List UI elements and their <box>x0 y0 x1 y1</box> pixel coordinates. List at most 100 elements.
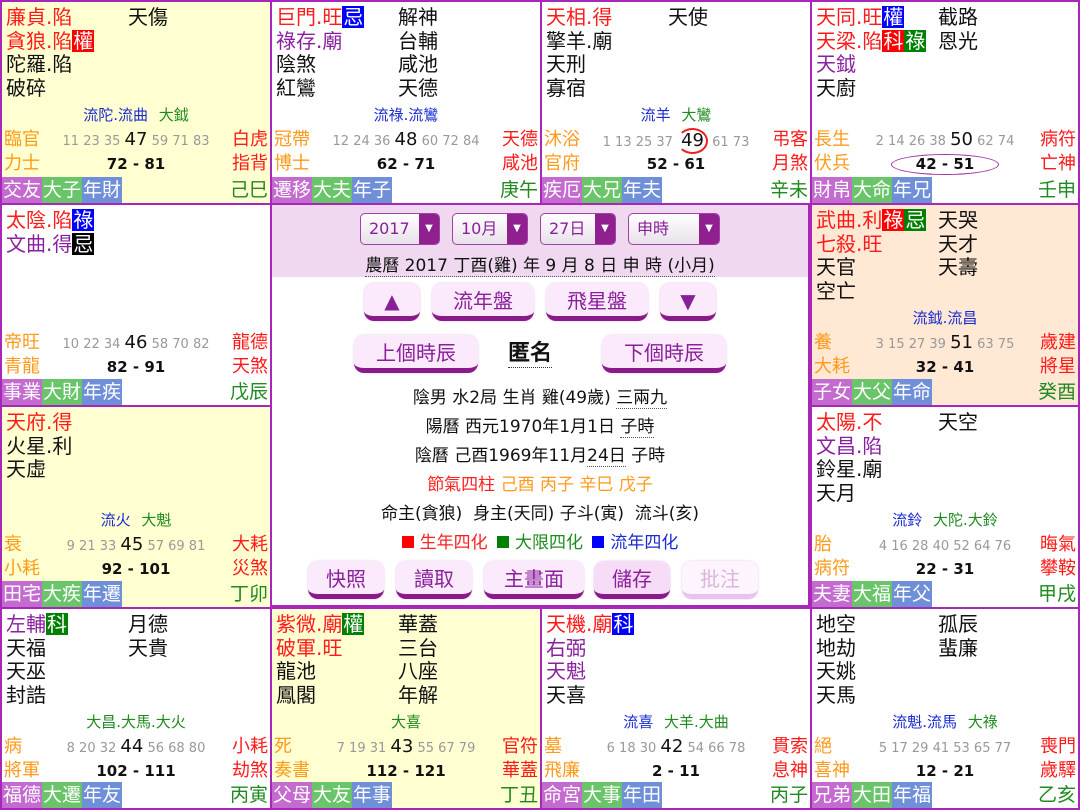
minor-star[interactable]: 天壽 <box>938 255 978 279</box>
star[interactable]: 天官 <box>816 256 926 280</box>
solar-hour[interactable]: 子時 <box>620 417 655 438</box>
palace-tags[interactable]: 命宮 大事 年田 <box>542 782 663 808</box>
day-select[interactable]: 27日 ▼ <box>540 213 616 245</box>
star[interactable]: 文曲.得忌 <box>6 232 95 257</box>
decade-palace-name[interactable]: 大命 <box>852 177 893 203</box>
main-screen-button[interactable]: 主畫面 <box>484 561 584 599</box>
decade-range[interactable]: 52 - 61 <box>544 152 808 176</box>
star[interactable]: 廉貞.陷 <box>6 6 94 30</box>
year-palace-name[interactable]: 年子 <box>352 177 393 203</box>
decade-range[interactable]: 112 - 121 <box>274 759 538 783</box>
ages[interactable]: 11 23 35 47 59 71 83 <box>4 128 268 154</box>
minor-star[interactable]: 天貴 <box>128 635 168 660</box>
up-button[interactable]: ▲ <box>364 283 420 321</box>
star[interactable]: 左輔科 <box>6 613 68 637</box>
palace-cell-yin[interactable]: 左輔科天福天巫封誥 月德天貴 大昌.大馬.大火 病 8 20 32 44 56 … <box>0 607 272 810</box>
decade-range[interactable]: 42 - 51 <box>814 152 1076 176</box>
year-palace-name[interactable]: 年夫 <box>622 177 663 203</box>
star[interactable]: 文昌.陷 <box>816 434 882 459</box>
decade-palace-name[interactable]: 大疾 <box>42 581 83 607</box>
age-current[interactable]: 45 <box>120 534 144 555</box>
star[interactable]: 空亡 <box>816 279 926 304</box>
star[interactable]: 陰煞 <box>276 53 364 77</box>
palace-cell-chou[interactable]: 紫微.廟權破軍.旺龍池鳳閣 華蓋三台八座年解 大喜 死 7 19 31 43 5… <box>270 607 542 810</box>
age-current[interactable]: 50 <box>950 129 973 150</box>
palace-tags[interactable]: 遷移 大夫 年子 <box>272 177 393 203</box>
palace-name[interactable]: 夫妻 <box>812 581 853 607</box>
palace-tags[interactable]: 父母 大友 年事 <box>272 782 393 808</box>
palace-cell-zi[interactable]: 天機.廟科右弼天魁天喜 流喜 大羊.大曲 墓 6 18 30 42 54 66 … <box>540 607 812 810</box>
ages[interactable]: 9 21 33 45 57 69 81 <box>4 533 268 559</box>
load-button[interactable]: 讀取 <box>396 561 472 599</box>
star[interactable]: 封誥 <box>6 683 68 708</box>
lunar-day[interactable]: 24日 <box>587 446 626 467</box>
decade-range[interactable]: 92 - 101 <box>4 557 268 581</box>
minor-star[interactable]: 台輔 <box>398 28 438 53</box>
star[interactable]: 巨門.旺忌 <box>276 6 365 30</box>
ages[interactable]: 5 17 29 41 53 65 77 <box>814 735 1076 761</box>
star[interactable]: 天馬 <box>816 683 856 708</box>
star[interactable]: 天鉞 <box>816 53 926 77</box>
decade-range[interactable]: 12 - 21 <box>814 759 1076 783</box>
minor-star[interactable]: 蜚廉 <box>938 635 978 660</box>
star[interactable]: 寡宿 <box>546 76 612 101</box>
decade-palace-name[interactable]: 大父 <box>852 379 893 405</box>
star[interactable]: 天喜 <box>546 683 634 708</box>
star[interactable]: 太陽.不 <box>816 411 882 435</box>
prev-hour-button[interactable]: 上個時辰 <box>354 335 478 373</box>
decade-palace-name[interactable]: 大子 <box>42 177 83 203</box>
palace-name[interactable]: 子女 <box>812 379 853 405</box>
decade-palace-name[interactable]: 大遷 <box>42 782 83 808</box>
ages[interactable]: 6 18 30 42 54 66 78 <box>544 735 808 761</box>
ages[interactable]: 4 16 28 40 52 64 76 <box>814 533 1076 559</box>
minor-star[interactable]: 天哭 <box>938 208 978 232</box>
palace-name[interactable]: 疾厄 <box>542 177 583 203</box>
palace-tags[interactable]: 事業 大財 年疾 <box>2 379 123 405</box>
palace-cell-mao[interactable]: 天府.得火星.利天虛 流火 大魁 衰 9 21 33 45 57 69 81 大… <box>0 405 272 609</box>
star[interactable]: 祿存.廟 <box>276 29 364 54</box>
hour-select[interactable]: 申時 ▼ <box>628 213 720 245</box>
decade-range[interactable]: 82 - 91 <box>4 355 268 379</box>
star[interactable]: 天月 <box>816 481 882 506</box>
annotate-button[interactable]: 批注 <box>682 561 758 599</box>
snapshot-button[interactable]: 快照 <box>308 561 384 599</box>
star[interactable]: 陀羅.陷 <box>6 53 94 77</box>
star[interactable]: 天同.旺權 <box>816 6 926 30</box>
minor-star[interactable]: 年解 <box>398 682 438 707</box>
palace-cell-wu[interactable]: 巨門.旺忌祿存.廟陰煞紅鸞 解神台輔咸池天德 流祿.流鸞 冠帶 12 24 36… <box>270 0 542 205</box>
palace-cell-wei[interactable]: 天相.得擎羊.廟天刑寡宿 天使 流羊 大鸞 沐浴 1 13 25 37 49 6… <box>540 0 812 205</box>
palace-name[interactable]: 田宅 <box>2 581 43 607</box>
star[interactable]: 貪狼.陷權 <box>6 29 95 54</box>
palace-cell-hai[interactable]: 地空地劫天姚天馬 孤辰蜚廉 流魁.流馬 大祿 絕 5 17 29 41 53 6… <box>810 607 1080 810</box>
minor-star[interactable]: 天使 <box>668 5 708 29</box>
palace-tags[interactable]: 田宅 大疾 年遷 <box>2 581 123 607</box>
minor-star[interactable]: 天才 <box>938 231 978 256</box>
age-current[interactable]: 42 <box>660 736 684 757</box>
palace-cell-shen[interactable]: 天同.旺權天梁.陷科祿天鉞天廚 截路恩光 長生 2 14 26 38 50 62… <box>810 0 1080 205</box>
star[interactable]: 擎羊.廟 <box>546 29 612 54</box>
age-current[interactable]: 49 <box>677 128 708 154</box>
palace-name[interactable]: 遷移 <box>272 177 313 203</box>
palace-name[interactable]: 財帛 <box>812 177 853 203</box>
palace-name[interactable]: 交友 <box>2 177 43 203</box>
age-current[interactable]: 46 <box>124 332 148 353</box>
flow-year-chart-button[interactable]: 流年盤 <box>432 283 534 321</box>
star[interactable]: 右弼 <box>546 636 634 661</box>
star[interactable]: 天廚 <box>816 76 926 101</box>
down-button[interactable]: ▼ <box>660 283 716 321</box>
star[interactable]: 地劫 <box>816 636 856 661</box>
ages[interactable]: 1 13 25 37 49 61 73 <box>544 128 808 155</box>
palace-name[interactable]: 事業 <box>2 379 43 405</box>
minor-star[interactable]: 解神 <box>398 5 438 29</box>
star[interactable]: 天相.得 <box>546 6 612 30</box>
palace-cell-chen[interactable]: 太陰.陷祿文曲.得忌 帝旺 10 22 34 46 58 70 82 龍德 青龍… <box>0 203 272 407</box>
ages[interactable]: 2 14 26 38 50 62 74 <box>814 128 1076 154</box>
minor-star[interactable]: 天傷 <box>128 5 168 29</box>
ages[interactable]: 7 19 31 43 55 67 79 <box>274 735 538 761</box>
star[interactable]: 破碎 <box>6 76 94 101</box>
year-select[interactable]: 2017 ▼ <box>360 213 440 245</box>
year-palace-name[interactable]: 年命 <box>892 379 933 405</box>
decade-palace-name[interactable]: 大事 <box>582 782 623 808</box>
star[interactable]: 鳳閣 <box>276 683 364 708</box>
decade-palace-name[interactable]: 大夫 <box>312 177 353 203</box>
